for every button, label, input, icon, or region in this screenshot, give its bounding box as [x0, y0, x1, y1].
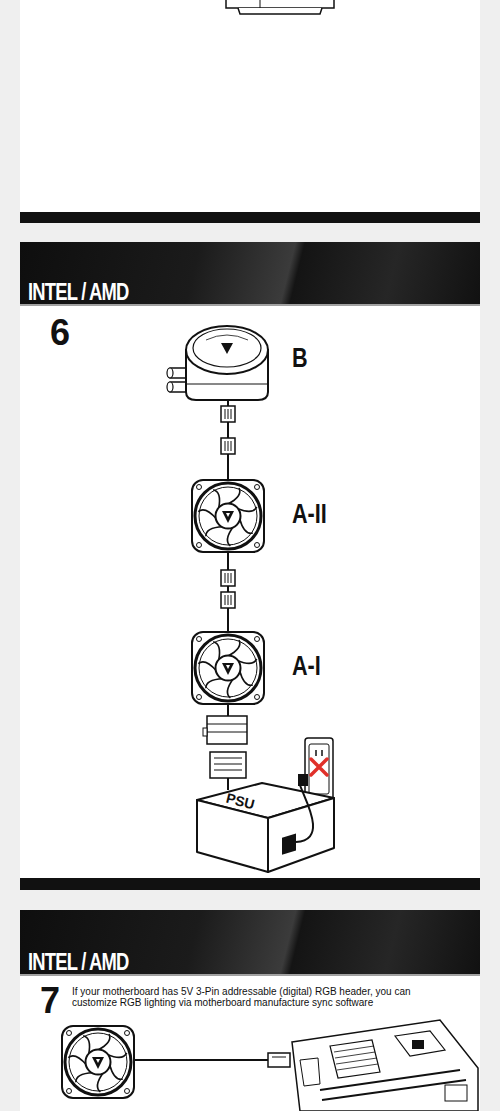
psu-box-outline [196, 782, 336, 874]
section-title: INTEL / AMD [28, 280, 129, 304]
section-header: INTEL / AMD [20, 242, 480, 304]
section-title: INTEL / AMD [28, 950, 129, 974]
part-label: B [292, 344, 308, 372]
instruction-note: If your motherboard has 5V 3-Pin address… [72, 987, 417, 1008]
part-label: A-II [292, 500, 327, 528]
section-header: INTEL / AMD [20, 910, 480, 974]
part-label: A-I [292, 652, 321, 680]
step-number: 6 [50, 314, 70, 352]
step-number: 7 [40, 982, 60, 1020]
psu-box: PSU [196, 782, 336, 874]
